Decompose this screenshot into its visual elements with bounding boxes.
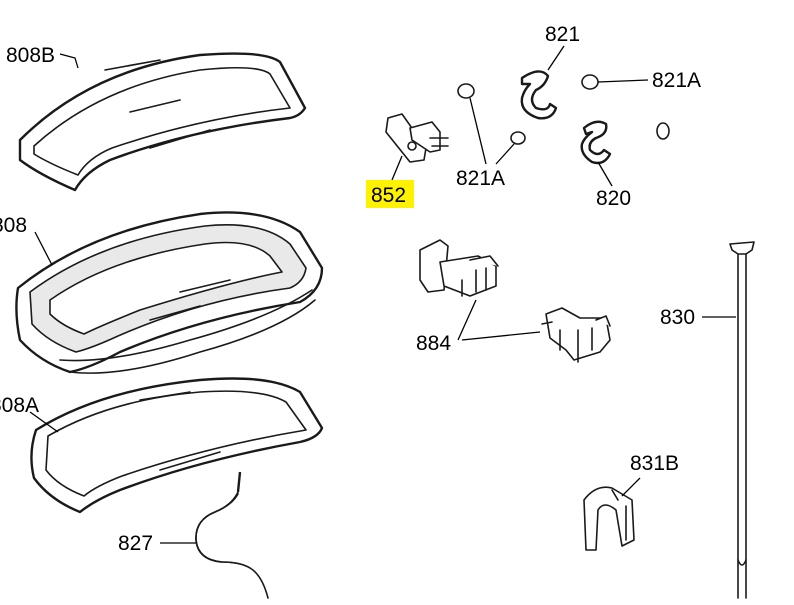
part-808-door-frame [15, 211, 324, 374]
part-884-hinge-lower [541, 307, 611, 363]
part-830-rod [729, 241, 755, 599]
label-827: 827 [118, 532, 153, 555]
label-808b: 808B [6, 44, 55, 67]
label-831b: 831B [630, 452, 679, 475]
part-821-hose [520, 70, 558, 120]
label-808: 808 [0, 214, 27, 237]
label-821a-left: 821A [456, 167, 505, 190]
part-820-hose [580, 120, 612, 165]
part-827-harness [195, 471, 269, 599]
label-884: 884 [416, 332, 451, 355]
part-808a-gasket [30, 377, 324, 514]
part-852-latch [385, 113, 449, 163]
label-820: 820 [596, 187, 631, 210]
label-821a-right: 821A [652, 69, 701, 92]
part-821a-rings [457, 74, 670, 145]
label-830: 830 [660, 306, 695, 329]
part-808b-gasket [18, 52, 307, 192]
label-852: 852 [371, 184, 406, 207]
part-884-hinge-upper [419, 239, 499, 297]
label-821: 821 [545, 23, 580, 46]
leader-lines [29, 45, 736, 544]
highlight-852 [366, 180, 414, 208]
part-831b-clip [583, 486, 635, 551]
